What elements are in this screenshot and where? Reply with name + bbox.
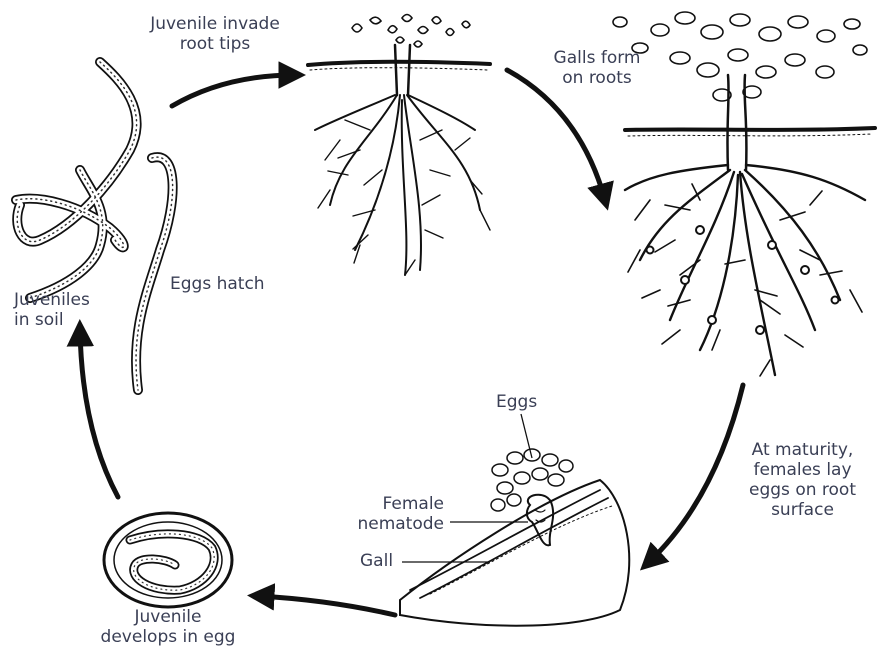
- label-at-maturity: At maturity, females lay eggs on root su…: [735, 440, 870, 520]
- label-gall-text: Gall: [360, 551, 410, 571]
- egg-with-juvenile-illustration: [104, 513, 232, 607]
- label-eggs-text: Eggs: [496, 392, 556, 412]
- label-juvenile-invade-line1: Juvenile invade: [132, 14, 298, 34]
- label-juvenile-invade: Juvenile invade root tips: [132, 14, 298, 54]
- label-eggs: Eggs: [496, 392, 556, 412]
- arrow-soil-to-roots: [172, 75, 295, 106]
- gall-cross-section-illustration: [400, 449, 629, 626]
- label-female-nematode: Female nematode: [340, 494, 444, 534]
- label-juveniles-in-soil: Juveniles in soil: [14, 290, 114, 330]
- label-juveniles-in-soil-line1: Juveniles: [14, 290, 114, 310]
- label-at-maturity-line4: surface: [735, 500, 870, 520]
- label-at-maturity-line3: eggs on root: [735, 480, 870, 500]
- label-female-nematode-line2: nematode: [340, 514, 444, 534]
- label-juvenile-develops-line2: develops in egg: [78, 627, 258, 647]
- seedling-roots-illustration: [308, 15, 490, 276]
- label-juveniles-in-soil-line2: in soil: [14, 310, 114, 330]
- label-at-maturity-line2: females lay: [735, 460, 870, 480]
- label-juvenile-develops: Juvenile develops in egg: [78, 607, 258, 647]
- label-female-nematode-line1: Female: [340, 494, 444, 514]
- arrow-galls-to-maturity: [648, 385, 743, 563]
- label-juvenile-invade-line2: root tips: [132, 34, 298, 54]
- label-galls-form: Galls form on roots: [538, 48, 656, 88]
- label-at-maturity-line1: At maturity,: [735, 440, 870, 460]
- label-eggs-hatch: Eggs hatch: [170, 274, 300, 294]
- arrow-maturity-to-egg: [258, 596, 395, 615]
- label-galls-form-line2: on roots: [538, 68, 656, 88]
- label-eggs-hatch-text: Eggs hatch: [170, 274, 300, 294]
- label-gall: Gall: [360, 551, 410, 571]
- juvenile-worms-illustration: [16, 62, 173, 390]
- arrow-egg-to-soil: [80, 330, 118, 497]
- label-juvenile-develops-line1: Juvenile: [78, 607, 258, 627]
- arrow-roots-to-galls: [507, 70, 605, 200]
- label-galls-form-line1: Galls form: [538, 48, 656, 68]
